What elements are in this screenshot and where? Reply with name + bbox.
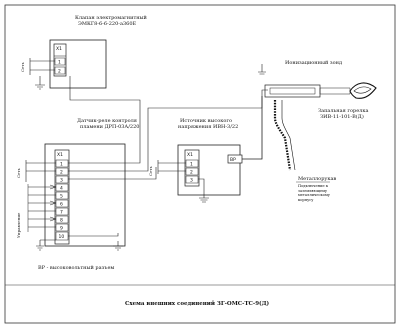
relay-title-line1: Датчик-реле контроля — [77, 118, 137, 124]
relay-pins: 1 2 3 4 5 6 7 8 9 10 — [55, 159, 69, 241]
relay-pin-4: 4 — [60, 186, 63, 192]
valve-pin-2: 2 — [58, 69, 61, 75]
drawing-frame — [4, 4, 396, 324]
valve-title-line1: Клапан электромагнитный — [75, 15, 148, 21]
relay-pin-1: 1 — [60, 162, 63, 168]
relay-pin-5: 5 — [60, 194, 63, 200]
relay-box — [44, 143, 126, 247]
relay-pin-6: 6 — [60, 202, 63, 208]
burner-body — [264, 84, 321, 98]
valve-title-line2: ЭМКГ8-6-6-220-а360Е — [78, 21, 136, 27]
relay-net-label: Сеть — [16, 167, 21, 178]
ionization-probe-label: Ионизационный зонд — [285, 60, 342, 66]
burner-label-line1: Запальная горелка — [318, 108, 368, 114]
wiring — [68, 76, 296, 180]
valve-block: Клапан электромагнитный ЭМКГ8-6-6-220-а3… — [20, 15, 148, 90]
relay-pin-3: 3 — [60, 178, 63, 184]
valve-terminal — [53, 43, 67, 77]
valve-pin-1: 1 — [58, 60, 61, 66]
hv-terminal — [184, 149, 200, 187]
metal-hose-note-text: Подключение к заземляющему металлическом… — [298, 184, 330, 202]
relay-block: Датчик-реле контроля пламени ДРП-03А/220… — [16, 118, 139, 251]
metal-hose-label: Металлорукав — [298, 176, 336, 182]
burner-label-line2: ЗИВ-11-101-В(Д) — [320, 113, 364, 120]
hv-net-label: Сеть — [148, 165, 153, 176]
hv-box — [177, 144, 241, 196]
relay-control-label: Управление — [16, 212, 21, 238]
hv-title-line2: напряжения ИВН-3/22 — [178, 124, 238, 130]
hv-terminal-header: Х1 — [187, 152, 193, 158]
relay-terminal-header: Х1 — [57, 152, 63, 158]
hv-block: Источник высокого напряжения ИВН-3/22 Х1… — [148, 118, 243, 203]
relay-pin-10: 10 — [59, 234, 65, 240]
relay-pin-2: 2 — [60, 170, 63, 176]
relay-pin-7: 7 — [60, 210, 63, 216]
relay-title-line2: пламени ДРП-03А/220 — [80, 124, 139, 130]
hv-pin-3: 3 — [190, 178, 193, 184]
valve-box — [49, 39, 107, 89]
relay-pin-9: 9 — [60, 226, 63, 232]
valve-net-label: Сеть — [20, 61, 25, 72]
legend-text: ВР - высоковольтный разъем — [38, 265, 114, 271]
valve-terminal-header: Х1 — [56, 46, 62, 52]
hv-pin-2: 2 — [190, 170, 193, 176]
relay-pin-8: 8 — [60, 218, 63, 224]
hv-connector-label: ВР — [230, 157, 236, 163]
diagram-caption: Схема внешних соединений ЗГ-ОМС-ТС-9(Д) — [125, 300, 270, 307]
burner-assembly: Ионизационный зонд Запальная горелка ЗИВ… — [258, 60, 377, 120]
hv-title-line1: Источник высокого — [180, 118, 232, 124]
metal-hose-note: Металлорукав Подключение к заземляющему … — [296, 176, 336, 202]
relay-terminal — [54, 149, 70, 245]
flame-icon — [349, 82, 377, 99]
hv-pin-1: 1 — [190, 162, 193, 168]
